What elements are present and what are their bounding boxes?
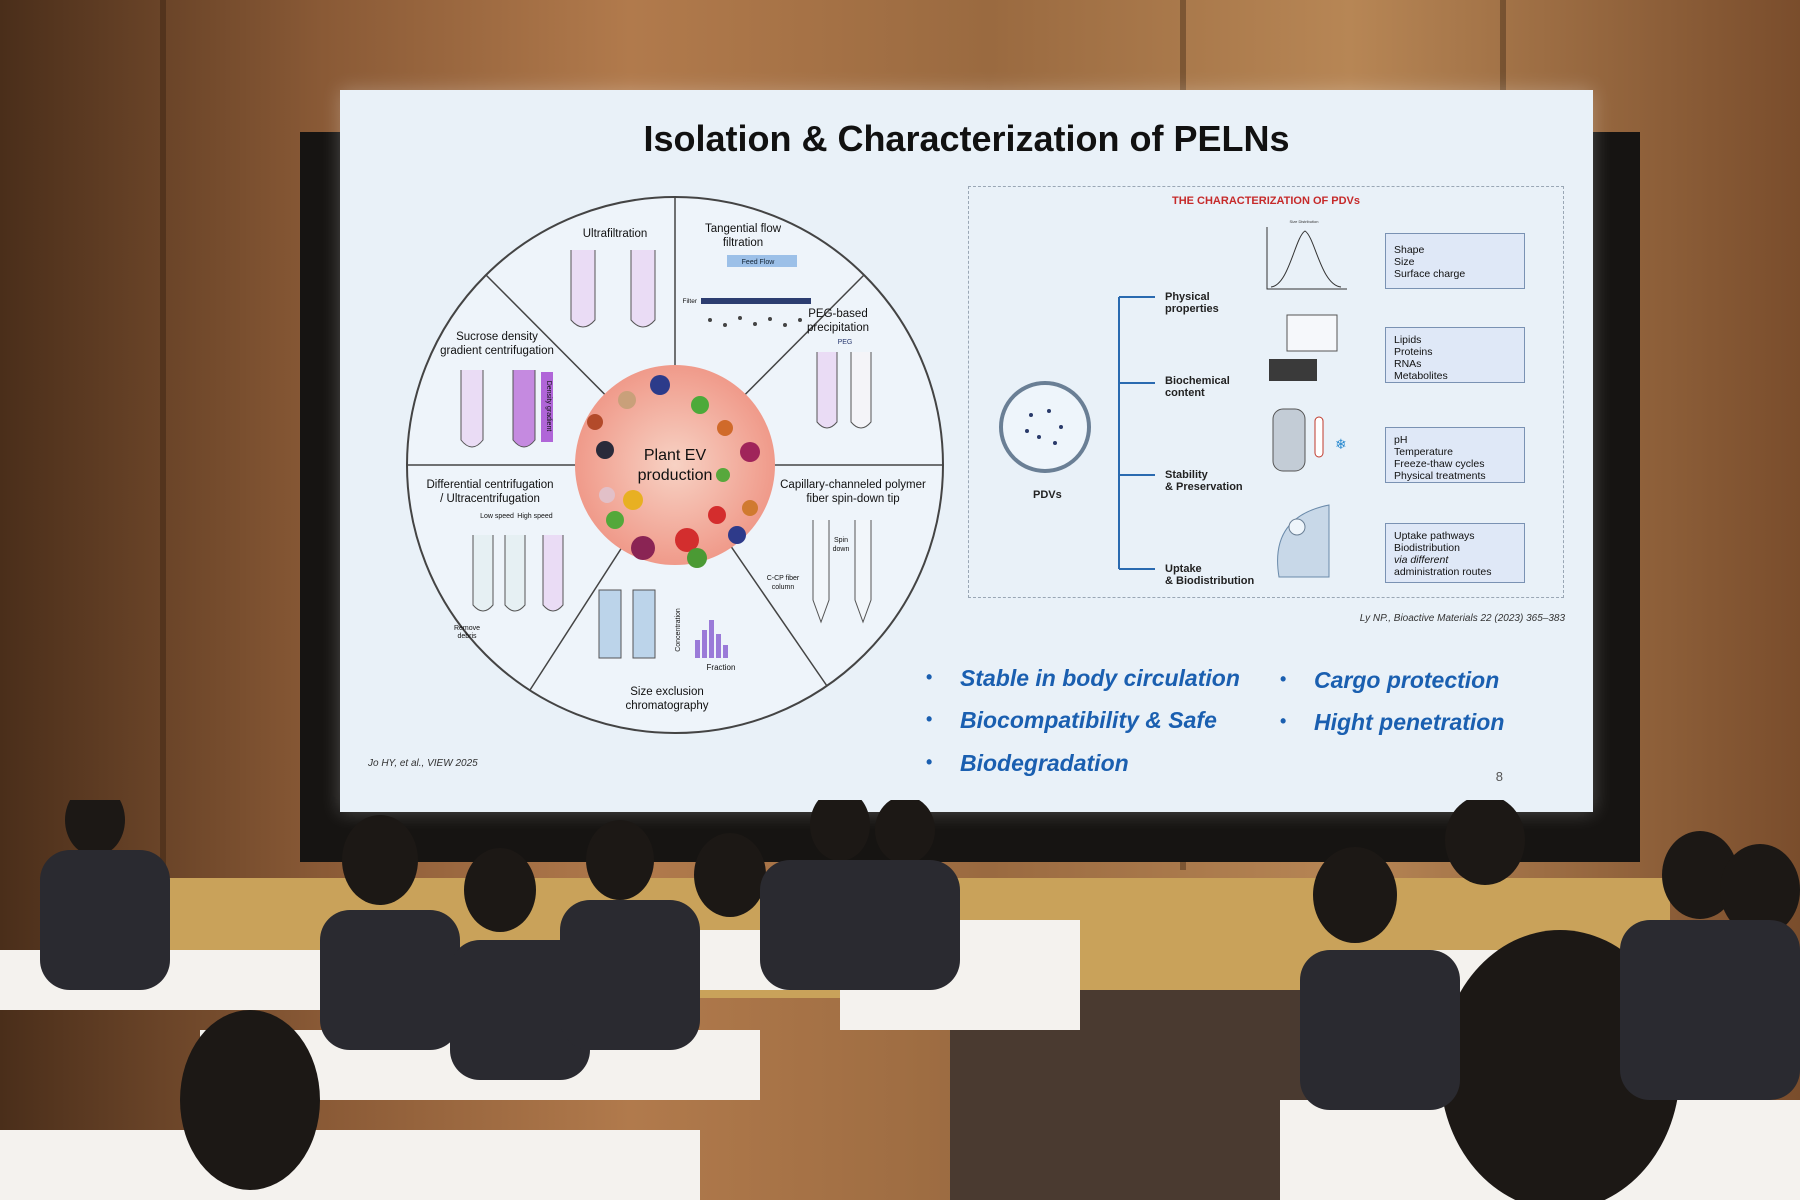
presentation-slide: Isolation & Characterization of PELNs	[340, 90, 1593, 812]
tff-label: filtration	[723, 237, 763, 249]
instrument-icon	[1269, 359, 1317, 381]
peg-label: PEG-based	[808, 308, 867, 320]
bullet-item: Stable in body circulation	[926, 665, 1240, 692]
tff-label: Tangential flow	[705, 223, 782, 235]
snowflake-icon: ❄	[1335, 436, 1347, 452]
peg-label: precipitation	[807, 322, 869, 334]
ultrafiltration-label: Ultrafiltration	[583, 228, 648, 240]
differential-centrifugation-label: Differential centrifugation	[427, 479, 554, 491]
vesicle-cargo-icon	[1025, 409, 1063, 445]
bullet-item: Biocompatibility & Safe	[926, 707, 1217, 734]
spin-down-label: down	[833, 546, 850, 553]
fraction-histogram-icon	[695, 620, 728, 658]
audience-scene	[0, 800, 1800, 1200]
thermometer-icon	[1314, 416, 1324, 458]
characterization-panel: THE CHARACTERIZATION OF PDVs Size Distri…	[968, 186, 1564, 598]
remove-debris-label: debris	[457, 633, 477, 640]
wheel-center-label: Plant EV	[644, 447, 707, 464]
remove-debris-label: Remove	[454, 625, 480, 632]
sucrose-label: Sucrose density	[456, 331, 538, 343]
high-speed-label: High speed	[517, 513, 553, 520]
spin-tip-icon	[812, 520, 872, 624]
bracket-connector	[1118, 296, 1155, 570]
wheel-center-label: production	[638, 467, 713, 484]
filter-label: Filter	[683, 298, 698, 305]
info-box-uptake: Uptake pathways Biodistribution via diff…	[1385, 523, 1525, 583]
feed-flow-arrow-icon	[727, 255, 797, 267]
density-gradient-label: Density gradient	[545, 381, 552, 432]
characterization-title: THE CHARACTERIZATION OF PDVs	[1171, 195, 1361, 207]
slide-page-number: 8	[1495, 769, 1503, 784]
wall-panel-seam	[160, 0, 166, 870]
peg-small-label: PEG	[838, 339, 853, 346]
audience-heads	[65, 800, 1800, 1200]
container-icon	[1272, 408, 1306, 472]
plant-illustration-icons	[587, 375, 760, 568]
category-stability: Stability & Preservation	[1165, 469, 1243, 493]
right-citation: Ly NP., Bioactive Materials 22 (2023) 36…	[1359, 613, 1565, 624]
left-citation: Jo HY, et al., VIEW 2025	[368, 758, 478, 769]
sec-label: Size exclusion	[630, 686, 704, 698]
filter-membrane-icon	[701, 298, 811, 304]
capillary-label: fiber spin-down tip	[806, 493, 899, 505]
category-biochemical: Biochemical content	[1165, 375, 1230, 399]
fraction-label: Fraction	[707, 663, 736, 672]
capillary-label: Capillary-channeled polymer	[780, 479, 926, 491]
particle-dots-icon	[708, 316, 802, 327]
concentration-label: Concentration	[675, 608, 682, 652]
size-distribution-label: Size Distribution	[1290, 219, 1319, 224]
category-physical: Physical properties	[1165, 291, 1219, 315]
vesicle-icon	[999, 381, 1091, 473]
distribution-curve-icon	[1270, 230, 1342, 288]
bullet-item: Biodegradation	[926, 750, 1129, 777]
feed-flow-label: Feed Flow	[742, 259, 776, 266]
test-tube-icon	[460, 370, 553, 448]
bullet-item: Cargo protection	[1280, 667, 1499, 694]
isolation-methods-wheel: Plant EV production Ultrafiltration Tang…	[406, 196, 944, 734]
sec-label: chromatography	[625, 700, 708, 712]
test-tube-icon	[472, 535, 564, 612]
sucrose-label: gradient centrifugation	[440, 345, 554, 357]
audience-bodies	[40, 850, 1800, 1110]
test-tube-icon	[570, 250, 656, 328]
cell-uptake-icon	[1277, 504, 1330, 578]
category-uptake: Uptake & Biodistribution	[1165, 563, 1255, 587]
ccp-fiber-label: C-CP fiber	[767, 575, 800, 582]
slide-title: Isolation & Characterization of PELNs	[643, 118, 1290, 159]
test-tube-icon	[816, 352, 872, 429]
low-speed-label: Low speed	[480, 513, 514, 520]
spectrum-icon	[1286, 314, 1338, 352]
differential-centrifugation-label: / Ultracentrifugation	[440, 493, 540, 505]
pdvs-label: PDVs	[1033, 489, 1062, 501]
ccp-fiber-label: column	[772, 584, 795, 591]
bullet-item: Hight penetration	[1280, 709, 1504, 736]
spin-down-label: Spin	[834, 537, 848, 544]
info-box-stability: pH Temperature Freeze-thaw cycles Physic…	[1385, 427, 1525, 483]
characterization-diagram: Size Distribution ❄	[999, 219, 1347, 578]
info-box-biochemical: Lipids Proteins RNAs Metabolites	[1385, 327, 1525, 383]
chromatography-column-icon	[598, 589, 656, 659]
info-box-physical: Shape Size Surface charge	[1385, 233, 1525, 289]
